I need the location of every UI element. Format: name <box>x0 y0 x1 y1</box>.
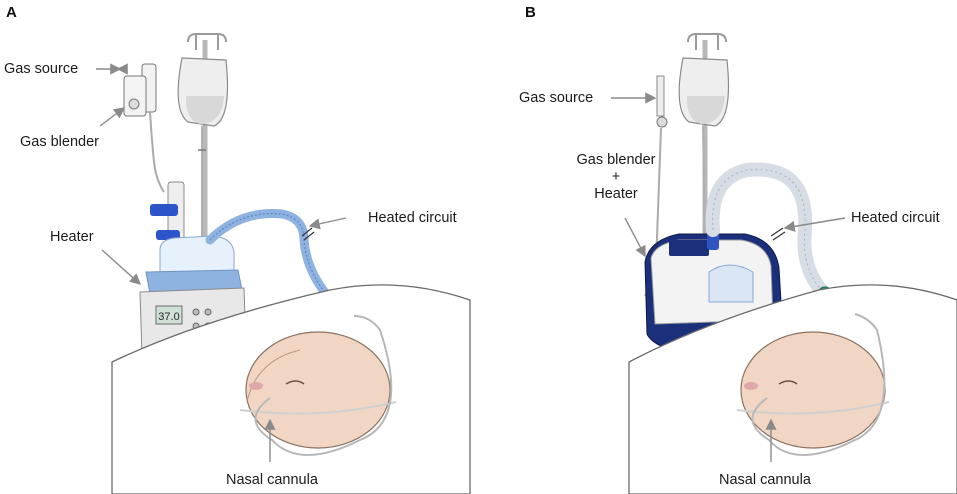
label-gas-blender-a: Gas blender <box>20 134 99 150</box>
gas-blender-device <box>123 63 165 193</box>
heater-display-value: 37.0 <box>158 311 179 323</box>
label-plus-b: + <box>611 169 621 185</box>
nasal-cannula-line <box>751 313 886 456</box>
label-heater-a: Heater <box>50 229 94 245</box>
label-nasal-cannula-b: Nasal cannula <box>719 472 811 488</box>
panel-b: B Gas source Gas blender + Heater Heated… <box>479 0 957 494</box>
water-bag <box>678 57 730 251</box>
label-gas-blender-b: Gas blender <box>576 152 656 168</box>
panel-b-label: B <box>525 4 536 21</box>
panel-a: 37.0 <box>0 0 478 494</box>
label-nasal-cannula-a: Nasal cannula <box>226 472 318 488</box>
panel-a-illustration: 37.0 <box>96 33 471 494</box>
leader-arrows <box>96 63 347 462</box>
label-gas-source-a: Gas source <box>4 61 79 77</box>
infant <box>239 331 397 449</box>
label-heated-circuit-b: Heated circuit <box>851 210 940 226</box>
label-gas-source-b: Gas source <box>519 90 594 106</box>
nasal-cannula-line <box>254 315 393 456</box>
label-heated-circuit-a: Heated circuit <box>368 210 457 226</box>
panel-a-label: A <box>6 4 17 21</box>
leader-arrows <box>611 92 846 462</box>
water-bag <box>177 57 229 260</box>
label-heater-b: Heater <box>594 186 638 202</box>
panel-b-illustration <box>611 33 957 494</box>
